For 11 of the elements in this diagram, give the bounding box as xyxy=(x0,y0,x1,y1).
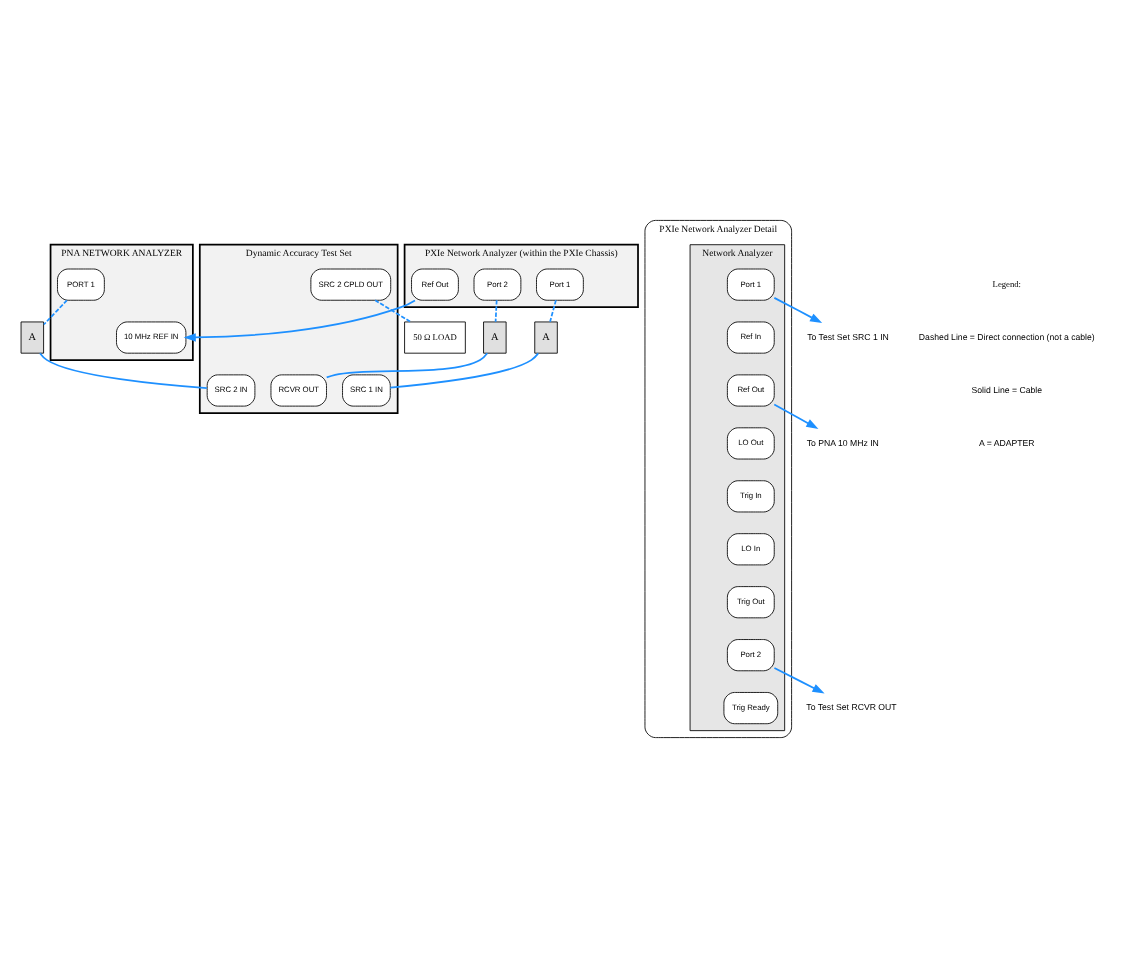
arrow xyxy=(773,297,823,324)
arrow xyxy=(773,667,825,694)
connector xyxy=(374,299,412,323)
connector xyxy=(325,352,489,379)
connector xyxy=(494,299,498,323)
connector xyxy=(43,299,68,326)
connector xyxy=(39,352,208,389)
connector xyxy=(389,352,540,389)
arrow xyxy=(183,299,416,342)
connector xyxy=(549,299,557,323)
arrow xyxy=(773,403,819,429)
